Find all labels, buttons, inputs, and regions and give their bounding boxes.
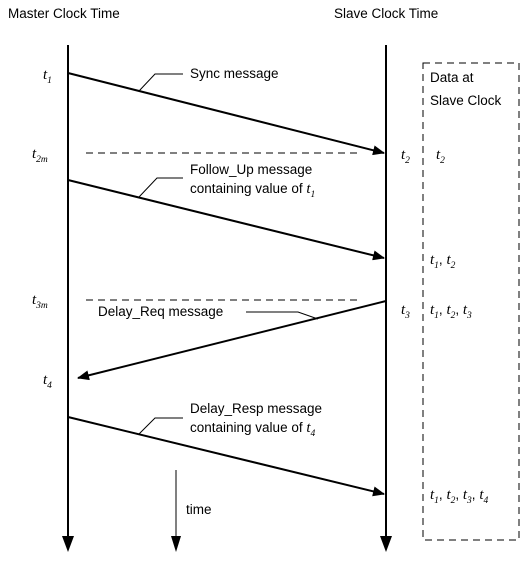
slave-data-separator: , xyxy=(439,487,447,502)
sync-leader-line xyxy=(138,73,183,92)
label-t3m: t3m xyxy=(32,292,48,311)
slave-data-variable: t xyxy=(430,302,435,318)
slave-data-box-title-line1: Data at xyxy=(430,70,474,85)
slave-data-box xyxy=(422,62,520,541)
delay-resp-message-arrow xyxy=(67,416,385,497)
slave-data-subscript: 2 xyxy=(451,311,456,321)
follow-up-leader-line xyxy=(138,177,183,198)
slave-data-separator: , xyxy=(439,302,447,317)
slave-data-subscript: 3 xyxy=(466,496,472,506)
slave-timeline-arrowhead xyxy=(380,536,392,552)
slave-data-separator: , xyxy=(455,487,463,502)
slave-data-subscript: 2 xyxy=(451,261,456,271)
slave-data-variable: t xyxy=(446,252,451,268)
label-t3: t3 xyxy=(401,302,410,321)
slave-data-subscript: 1 xyxy=(434,311,439,321)
slave-clock-header: Slave Clock Time xyxy=(334,6,438,21)
slave-data-separator: , xyxy=(439,252,447,267)
delay-req-message-arrow xyxy=(77,300,387,381)
sync-message-arrow xyxy=(67,72,385,156)
slave-data-variable: t xyxy=(463,487,468,503)
label-t2m: t2m xyxy=(32,146,48,165)
delay-req-leader-line xyxy=(246,311,319,320)
follow-up-label-line1: Follow_Up message xyxy=(190,162,312,177)
slave-data-row-4: t1, t2, t3, t4 xyxy=(430,487,488,506)
follow-up-label-line2: containing value of t1 xyxy=(190,181,315,200)
slave-data-variable: t xyxy=(446,302,451,318)
slave-data-variable: t xyxy=(436,147,441,163)
slave-data-row-3: t1, t2, t3 xyxy=(430,302,472,321)
slave-data-separator: , xyxy=(472,487,480,502)
slave-data-variable: t xyxy=(430,252,435,268)
slave-data-subscript: 2 xyxy=(451,496,456,506)
slave-data-subscript: 4 xyxy=(483,496,488,506)
slave-data-variable: t xyxy=(430,487,435,503)
slave-data-row-1: t2 xyxy=(436,147,445,166)
master-clock-header: Master Clock Time xyxy=(8,6,120,21)
slave-data-subscript: 2 xyxy=(440,156,445,166)
delay-resp-leader-line xyxy=(138,417,183,435)
slave-data-separator: , xyxy=(455,302,463,317)
sync-message-label: Sync message xyxy=(190,66,279,81)
time-arrowhead xyxy=(171,536,181,552)
label-t4: t4 xyxy=(43,372,52,391)
slave-data-variable: t xyxy=(479,487,484,503)
delay-req-message-label: Delay_Req message xyxy=(98,304,223,319)
slave-data-box-title-line2: Slave Clock xyxy=(430,93,502,108)
slave-data-subscript: 3 xyxy=(466,311,472,321)
label-t2: t2 xyxy=(401,147,410,166)
time-label: time xyxy=(186,502,212,517)
slave-data-variable: t xyxy=(463,302,468,318)
slave-data-subscript: 1 xyxy=(434,496,439,506)
label-t1: t1 xyxy=(43,67,52,86)
master-timeline-arrowhead xyxy=(62,536,74,552)
delay-resp-label-line1: Delay_Resp message xyxy=(190,401,322,416)
slave-data-row-2: t1, t2 xyxy=(430,252,456,271)
slave-data-subscript: 1 xyxy=(434,261,439,271)
follow-up-message-arrow xyxy=(67,179,385,261)
delay-resp-label-line2: containing value of t4 xyxy=(190,420,316,439)
slave-data-variable: t xyxy=(446,487,451,503)
